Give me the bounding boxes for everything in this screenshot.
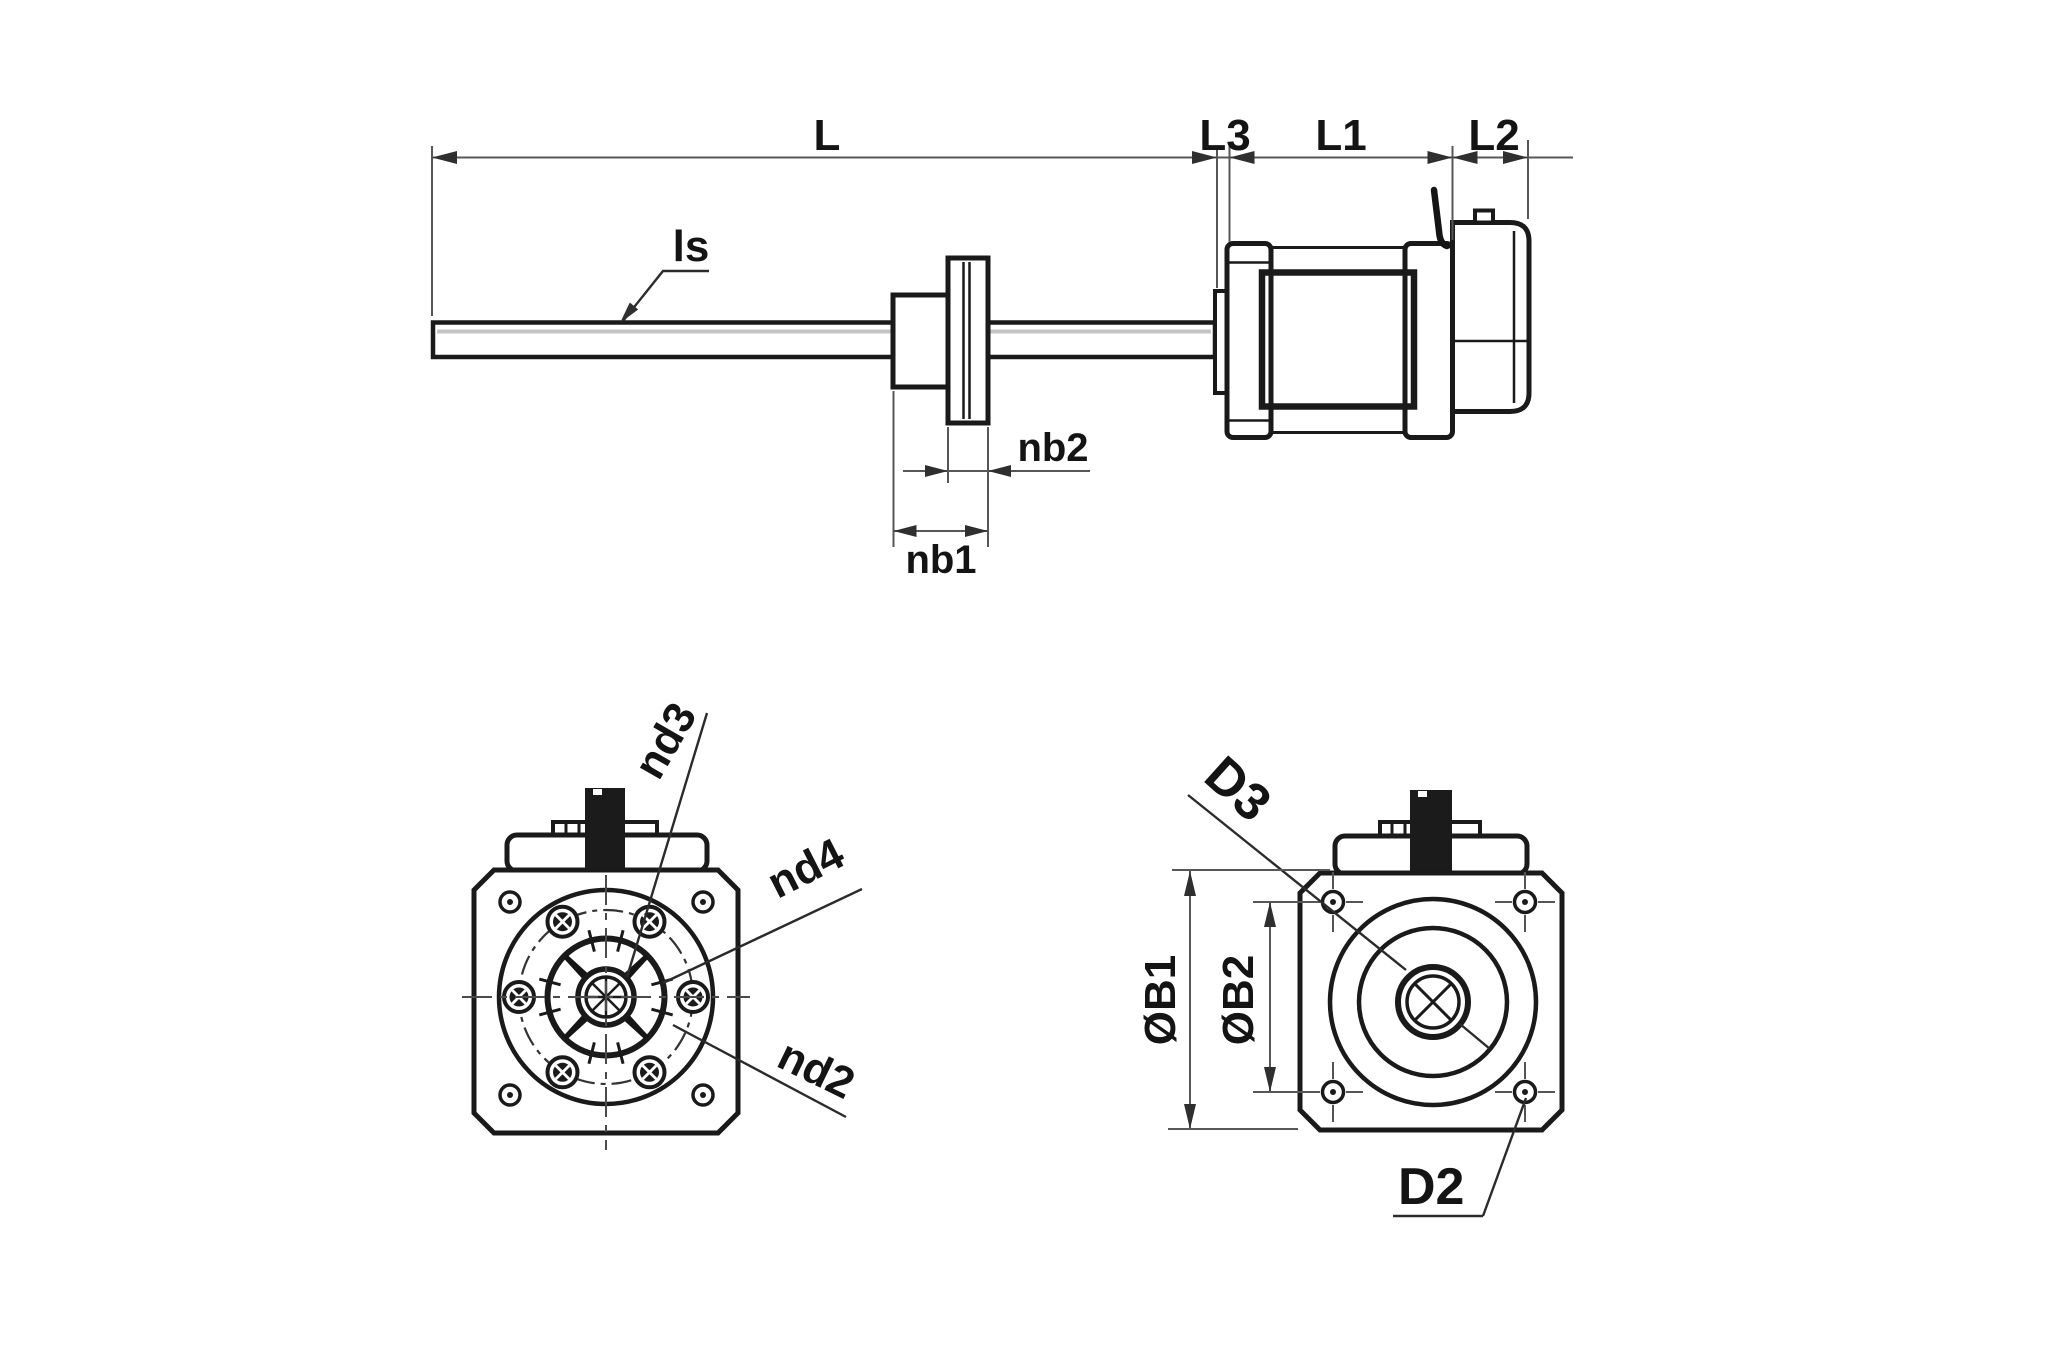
nd4-leader-line <box>662 887 863 985</box>
motor-body-rails <box>1269 246 1409 434</box>
nut-flange-disc <box>945 255 991 426</box>
arrowhead <box>1192 151 1217 164</box>
corner-hole <box>1495 1062 1555 1122</box>
ls-leader-line <box>622 269 709 322</box>
cable-stub-highlight <box>1418 791 1427 797</box>
rear-view-dimensions: ØB1 ØB2 <box>1136 869 1330 1130</box>
d2-leader-line <box>1481 1097 1528 1217</box>
arrowhead <box>1184 871 1196 896</box>
label-D2: D2 <box>1398 1158 1464 1216</box>
side-view <box>430 186 1532 440</box>
dim-label-L3: L3 <box>1199 111 1250 160</box>
rear-hub-inner <box>1405 974 1461 1030</box>
label-nd4: nd4 <box>760 829 852 908</box>
cable-stub <box>1410 790 1452 873</box>
cable-stub-highlight <box>593 789 602 795</box>
nut-dimensions: nb2 nb1 <box>892 391 1090 582</box>
corner-holes <box>1303 872 1555 1122</box>
corner-holes <box>498 890 715 1107</box>
lead-screw-shaft <box>430 320 1218 360</box>
front-flange-view <box>462 788 750 1150</box>
dim-label-nb2: nb2 <box>1017 426 1088 470</box>
label-ls: ls <box>673 222 710 271</box>
screw <box>632 904 667 939</box>
d3-leader-continuation <box>1459 1023 1491 1050</box>
dim-label-nb1: nb1 <box>905 538 976 582</box>
d3-leader-line <box>1187 794 1407 971</box>
ls-leader: ls <box>620 222 709 323</box>
label-nd3: nd3 <box>625 695 707 787</box>
rear-hub-outer <box>1395 964 1471 1040</box>
arrowhead <box>1184 1104 1196 1129</box>
corner-hole <box>1495 872 1555 932</box>
rear-mid-circle <box>1356 925 1510 1079</box>
dim-label-L: L <box>814 111 841 160</box>
arrowhead <box>1264 1067 1276 1092</box>
arrowhead <box>1229 151 1255 164</box>
arrowhead <box>1452 151 1478 164</box>
arrowhead <box>925 465 948 477</box>
motor-lead-wire <box>1430 186 1451 250</box>
connector-housing <box>1450 220 1532 414</box>
arrowhead <box>1427 151 1453 164</box>
arrowhead <box>1264 902 1276 927</box>
arrowhead <box>1503 151 1528 164</box>
nut-block <box>890 292 951 390</box>
screw <box>545 904 580 939</box>
dim-label-L1: L1 <box>1315 111 1366 160</box>
ls-arrowhead <box>620 302 639 323</box>
top-dimensions: L L3 L1 L2 <box>431 111 1573 316</box>
dim-label-B2: ØB2 <box>1214 955 1263 1045</box>
dim-label-L2: L2 <box>1468 111 1519 160</box>
stator-laminations <box>1258 269 1418 410</box>
nd3-leader-line <box>625 712 709 978</box>
dim-label-B1: ØB1 <box>1136 955 1185 1045</box>
rear-outer-circle <box>1327 896 1539 1108</box>
arrowhead <box>965 525 988 537</box>
label-D3: D3 <box>1194 745 1282 833</box>
screw <box>632 1055 667 1090</box>
hub-cross-line <box>1413 982 1453 1022</box>
arrowhead <box>988 465 1011 477</box>
arrowhead <box>893 525 917 537</box>
connector-top-notch <box>1473 208 1495 225</box>
label-nd2: nd2 <box>770 1030 862 1108</box>
arrowhead <box>432 151 457 164</box>
nd2-leader-line <box>672 1023 847 1119</box>
screw <box>545 1055 580 1090</box>
cable-stub <box>585 788 625 870</box>
